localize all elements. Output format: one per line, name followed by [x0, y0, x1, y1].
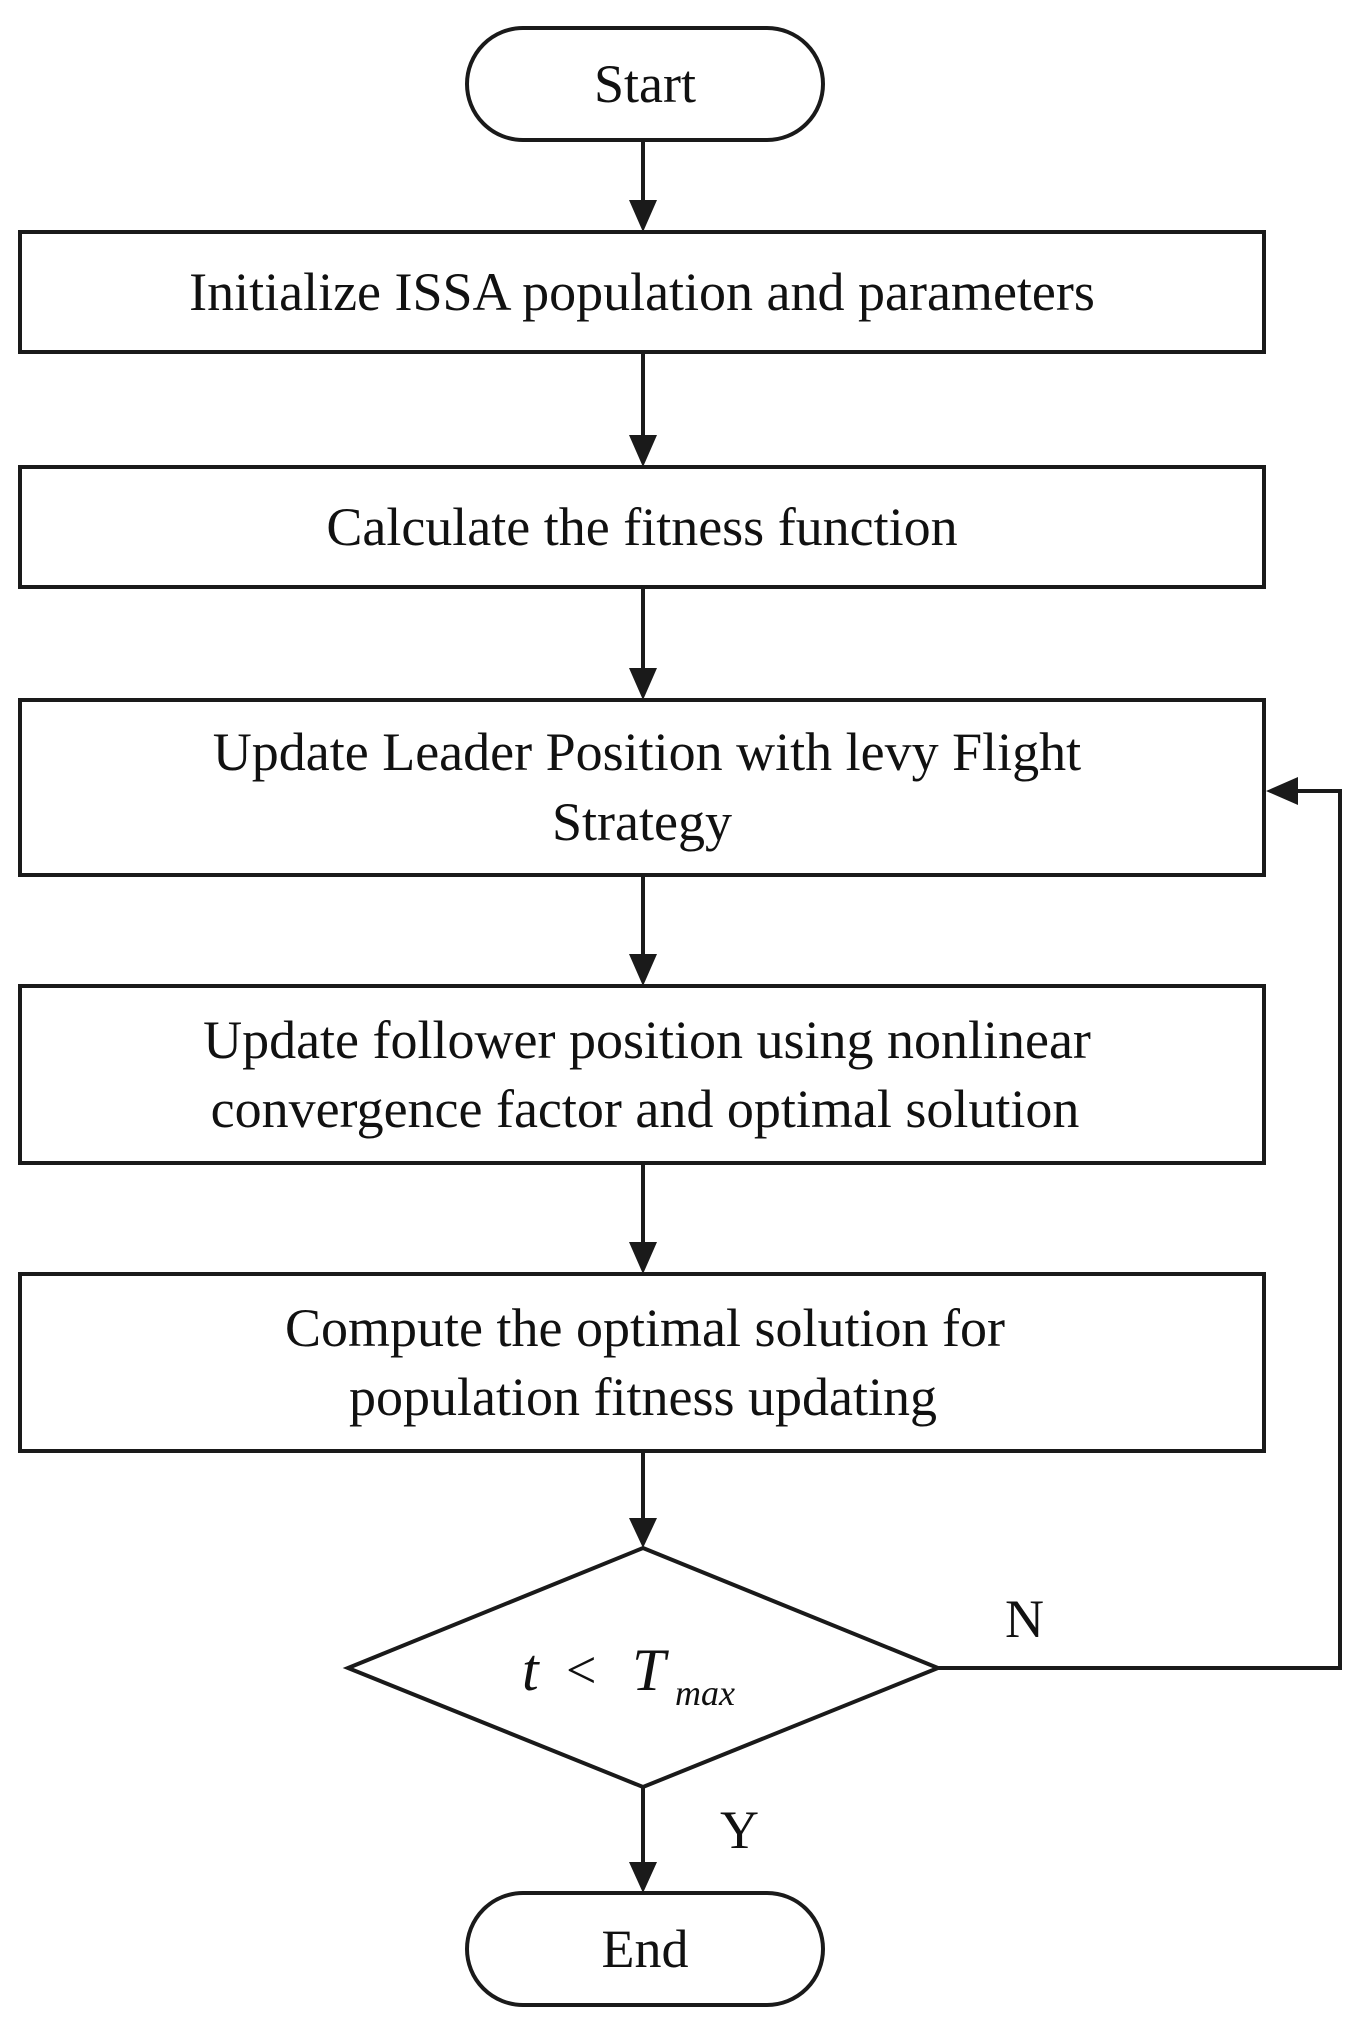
end-label: End — [602, 1919, 689, 1979]
decision-var: t — [522, 1637, 540, 1703]
compute-label-line1: Compute the optimal solution for — [285, 1298, 1005, 1358]
decision-bound: T — [632, 1637, 669, 1703]
arrow-follower-to-compute — [629, 1163, 657, 1274]
arrow-leader-to-follower — [629, 875, 657, 986]
arrow-decision-to-end: Y — [629, 1787, 759, 1893]
fitness-step: Calculate the fitness function — [18, 465, 1266, 589]
compute-label-line2: population fitness updating — [349, 1367, 937, 1427]
decision-bound-sub: max — [675, 1673, 735, 1713]
compute-box — [18, 1272, 1266, 1453]
arrow-compute-to-decision — [629, 1451, 657, 1548]
leader-box — [18, 698, 1266, 877]
decision-op: < — [566, 1640, 596, 1700]
follower-label-line1: Update follower position using nonlinear — [203, 1010, 1091, 1070]
leader-step: Update Leader Position with levy Flight … — [18, 698, 1266, 877]
arrow-start-to-initialize — [629, 140, 657, 232]
end-shape — [465, 1891, 825, 2007]
yes-branch-label: Y — [720, 1800, 759, 1860]
arrow-initialize-to-fitness — [629, 352, 657, 467]
initialize-box — [18, 230, 1266, 354]
end-terminal: End — [465, 1891, 825, 2007]
leader-label-line1: Update Leader Position with levy Flight — [213, 722, 1081, 782]
follower-label-line2: convergence factor and optimal solution — [211, 1079, 1080, 1139]
start-label: Start — [594, 54, 696, 114]
leader-label-line2: Strategy — [552, 792, 732, 852]
follower-box — [18, 984, 1266, 1165]
fitness-label: Calculate the fitness function — [326, 497, 957, 557]
no-branch-label: N — [1005, 1589, 1044, 1649]
loop-no-branch: N — [938, 777, 1342, 1670]
initialize-step: Initialize ISSA population and parameter… — [18, 230, 1266, 354]
initialize-label: Initialize ISSA population and parameter… — [189, 262, 1095, 322]
start-terminal: Start — [465, 26, 825, 142]
follower-step: Update follower position using nonlinear… — [18, 984, 1266, 1165]
compute-step: Compute the optimal solution for populat… — [18, 1272, 1266, 1453]
decision-diamond: t < T max — [342, 1545, 944, 1790]
arrow-fitness-to-leader — [629, 587, 657, 700]
